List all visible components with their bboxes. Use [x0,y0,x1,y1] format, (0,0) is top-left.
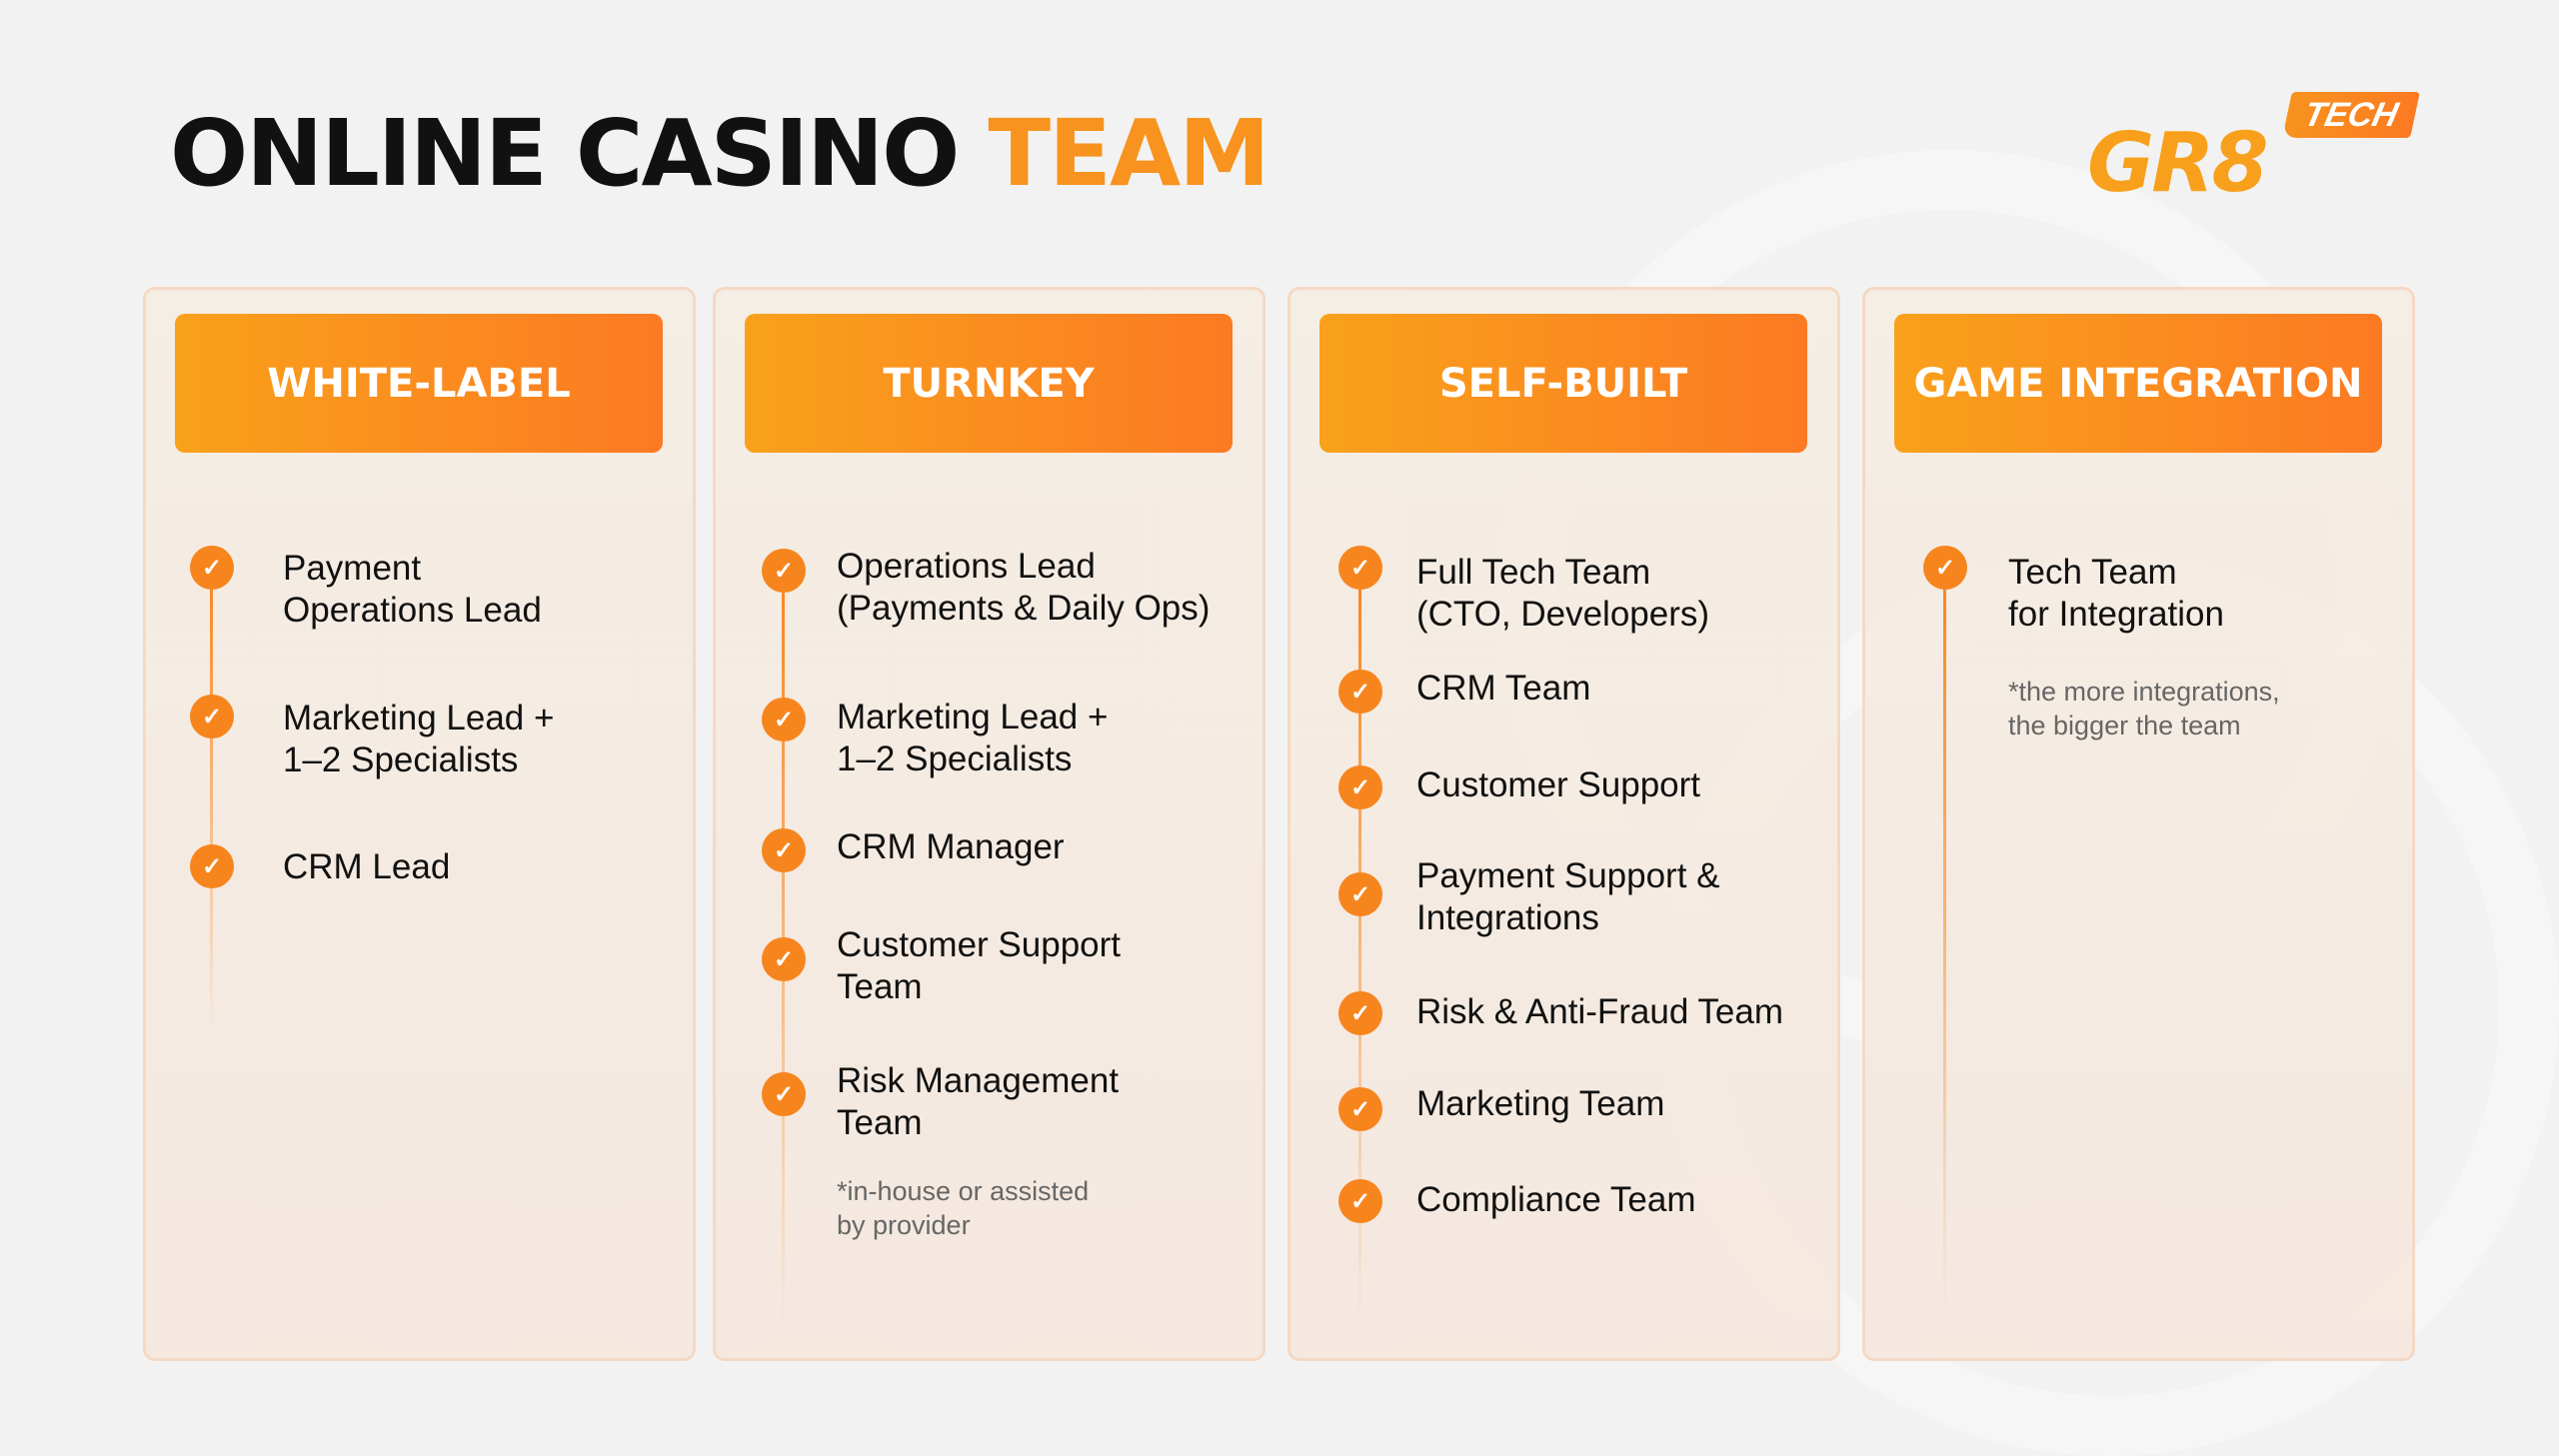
list-item: CRM Lead [283,847,451,886]
check-icon: ✓ [762,549,806,593]
check-icon: ✓ [1338,546,1382,590]
check-icon: ✓ [190,695,234,738]
check-icon: ✓ [1338,765,1382,809]
check-icon: ✓ [762,937,806,981]
timeline-line [210,570,213,1029]
check-icon: ✓ [762,828,806,872]
check-icon: ✓ [1338,991,1382,1035]
page-title: ONLINE CASINO TEAM [170,100,1271,207]
timeline-line [1943,570,1946,1319]
title-main: ONLINE CASINO [170,100,960,207]
timeline-line [1358,570,1361,1329]
check-icon: ✓ [190,844,234,888]
list-item: Marketing Team [1416,1084,1665,1123]
check-icon: ✓ [1923,546,1967,590]
check-icon: ✓ [1338,1179,1382,1223]
footnote: *the more integrations, the bigger the t… [2008,677,2280,740]
list-item: Marketing Lead + 1–2 Specialists [283,699,555,779]
check-icon: ✓ [1338,1087,1382,1131]
list-item: Risk & Anti-Fraud Team [1416,992,1783,1031]
list-item: Payment Operations Lead [283,549,542,630]
column-self-built: SELF-BUILT ✓ Full Tech Team (CTO, Develo… [1287,287,1840,1361]
column-game-integration: GAME INTEGRATION ✓ Tech Team for Integra… [1862,287,2415,1361]
check-icon: ✓ [190,546,234,590]
column-white-label: WHITE-LABEL ✓ Payment Operations Lead ✓ … [143,287,696,1361]
list-item: Operations Lead (Payments & Daily Ops) [837,547,1211,628]
check-icon: ✓ [1338,670,1382,714]
list-item: Full Tech Team (CTO, Developers) [1416,553,1710,634]
list-item: Marketing Lead + 1–2 Specialists [837,698,1109,778]
column-header: SELF-BUILT [1319,314,1807,453]
list-item: Risk Management Team [837,1061,1120,1142]
gr8-tech-logo: GR8 TECH [2087,88,2420,211]
column-header: TURNKEY [745,314,1233,453]
list-item: Payment Support & Integrations [1416,856,1720,937]
column-header: GAME INTEGRATION [1894,314,2382,453]
title-accent: TEAM [988,100,1270,207]
list-item: Customer Support Team [837,925,1122,1006]
list-item: Customer Support [1416,765,1701,804]
list-item: CRM Team [1416,669,1591,708]
column-header: WHITE-LABEL [175,314,663,453]
logo-badge: TECH [2282,92,2420,138]
list-item: Compliance Team [1416,1180,1696,1219]
column-turnkey: TURNKEY ✓ Operations Lead (Payments & Da… [713,287,1266,1361]
list-item: Tech Team for Integration [2008,553,2224,634]
check-icon: ✓ [762,1072,806,1116]
check-icon: ✓ [1338,872,1382,916]
footnote: *in-house or assisted by provider [837,1176,1090,1240]
check-icon: ✓ [762,698,806,741]
logo-text: GR8 [2087,116,2269,211]
list-item: CRM Manager [837,827,1065,866]
